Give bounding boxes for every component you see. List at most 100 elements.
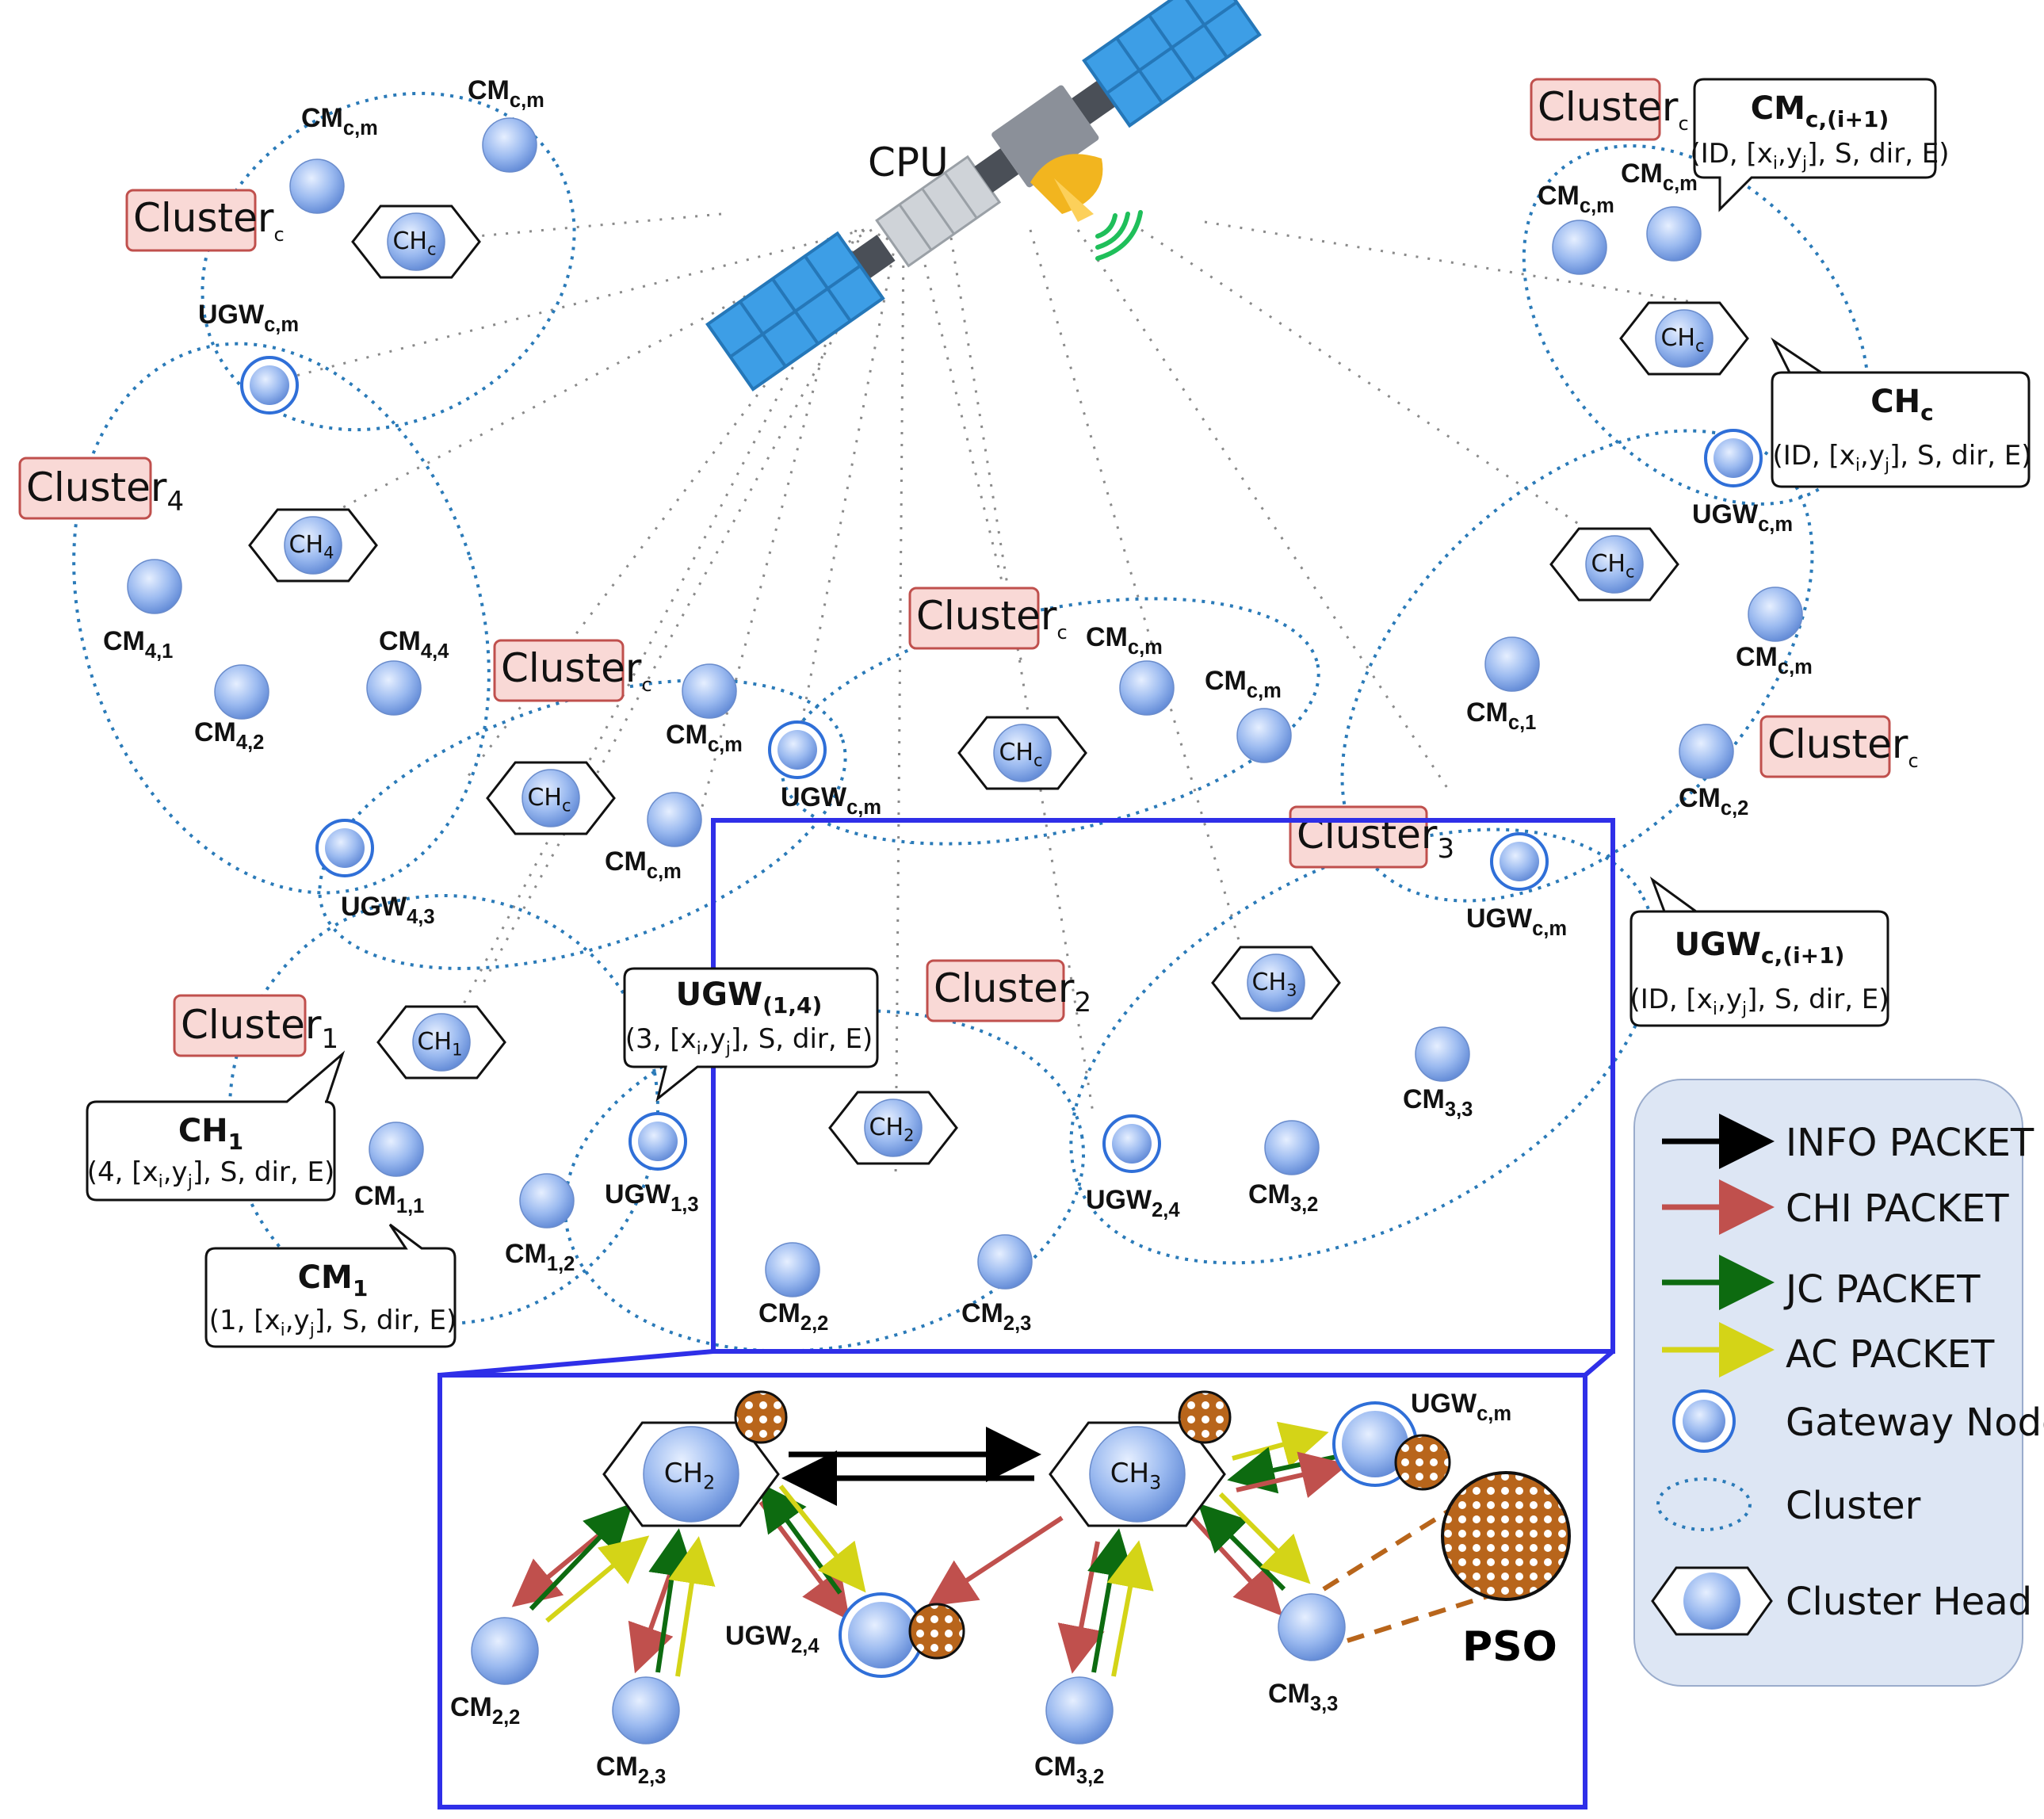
svg-text:Cluster2: Cluster2 [934,965,1091,1018]
svg-text:Clusterc: Clusterc [501,645,652,696]
cluster-label-3: Cluster3 [1289,805,1454,869]
svg-text:(4, [xi,yj], S, dir, E): (4, [xi,yj], S, dir, E) [87,1156,335,1192]
svg-text:(3, [xi,yj], S, dir, E): (3, [xi,yj], S, dir, E) [625,1023,873,1059]
cluster-head-c-label: CHc [1591,550,1634,582]
cluster-label-1: Cluster1 [173,994,338,1057]
svg-text:Gateway Node: Gateway Node [1786,1401,2044,1445]
svg-text:UGWc,(i+1): UGWc,(i+1) [1675,927,1845,969]
cpu-links [277,212,1713,1182]
svg-text:Clusterc: Clusterc [133,195,285,246]
cluster-head-2: CH2 [828,1091,958,1165]
cm-node [482,117,537,173]
callout-cm1: CM1 (1, [xi,yj], S, dir, E) [204,1223,457,1348]
svg-text:Cluster4: Cluster4 [26,464,184,518]
zoom-ugw24-label: UGW2,4 [725,1621,820,1657]
zoom-cm23-label: CM2,3 [596,1752,666,1788]
svg-text:CMc,(i+1): CMc,(i+1) [1751,90,1889,132]
cm-node [647,792,702,847]
zoom-cm23 [612,1676,680,1744]
cm-node [1264,1120,1320,1175]
cluster-label-4: Cluster4 [18,457,184,520]
zoom-cm22-label: CM2,2 [450,1692,520,1729]
cm-node [977,1234,1033,1290]
svg-text:Clusterc: Clusterc [1767,721,1919,772]
cpu-label: CPU [868,139,949,185]
gateway-node [1704,429,1763,487]
legend-ac: AC PACKET [1662,1322,1995,1378]
cluster-head-1: CH1 [376,1005,506,1080]
cm-label: CMc,m [605,846,682,883]
cm41-label: CM4,1 [103,626,173,663]
cm42-label: CM4,2 [194,717,264,754]
cm11-label: CM1,1 [354,1181,424,1217]
zoom-cluster-head-3-label: CH3 [1110,1458,1161,1494]
zoom-cm32-label: CM3,2 [1034,1752,1104,1788]
cluster-label-right: Clusterc [1759,715,1919,778]
cm-node [519,1173,575,1229]
cm-node [214,664,269,720]
cluster-head-c: CHc [351,204,481,279]
cm-node [765,1242,820,1297]
ugw-label: UGWc,m [198,300,299,336]
cm-node [1646,206,1702,262]
svg-text:Cluster: Cluster [1786,1484,1921,1528]
cluster-head-4-label: CH4 [289,531,334,563]
cluster-label-top-left: Clusterc [125,189,285,252]
svg-text:(ID, [xi,yj], S, dir, E): (ID, [xi,yj], S, dir, E) [1772,440,2031,476]
svg-text:INFO PACKET: INFO PACKET [1786,1121,2034,1165]
cm-label: CMc,m [1736,642,1813,678]
cm-node [682,663,737,719]
legend-gateway: Gateway Node [1672,1389,2044,1453]
gateway-node [1490,832,1549,891]
cluster-labels: Clusterc Cluster4 Clusterc Clusterc Clus… [18,78,1919,1057]
zoom-cm33-label: CM3,3 [1268,1679,1338,1715]
cluster-head-c-label: CHc [1660,324,1704,356]
cluster-head-c-label: CHc [527,784,571,816]
main-node-labels: CMc,mCMc,mUGWc,mCM4,1CM4,2CM4,4UGW4,3CMc… [103,75,1813,1335]
cm-label: CMc,m [1205,666,1282,702]
pso-swarm-ch3 [1178,1390,1232,1444]
svg-text:(1, [xi,yj], S, dir, E): (1, [xi,yj], S, dir, E) [209,1305,457,1340]
cm-node [366,660,422,716]
gateway-node [240,356,299,415]
cluster-label-mid: Clusterc [493,639,652,702]
cm44-label: CM4,4 [379,626,449,663]
callout-ugw14: UGW(1,4) (3, [xi,yj], S, dir, E) [623,967,879,1102]
callout-cm-i1: CMc,(i+1) (ID, [xi,yj], S, dir, E) [1690,78,1950,212]
svg-text:CH1: CH1 [178,1113,243,1155]
cm22-label: CM2,2 [758,1298,828,1335]
legend: INFO PACKET CHI PACKET JC PACKET AC PACK… [1633,1079,2044,1687]
ugw13-label: UGW1,3 [605,1179,699,1216]
zoom-cluster-head-2: CH2 [602,1421,780,1527]
satellite-icon [705,0,1262,392]
cluster-head-2-label: CH2 [869,1114,915,1145]
svg-text:Cluster Head: Cluster Head [1786,1580,2032,1624]
cm-label: CMc,m [468,75,544,112]
svg-text:CM1: CM1 [298,1259,369,1301]
zoom-cluster-head-3: CH3 [1049,1421,1226,1527]
pso-swarm-ugw [1394,1434,1451,1491]
cm-node [127,559,182,614]
cm-node [1119,660,1175,716]
cm-label: CMc,m [1538,181,1614,217]
svg-text:UGW(1,4): UGW(1,4) [676,976,823,1018]
svg-text:(ID, [xi,yj], S, dir, E): (ID, [xi,yj], S, dir, E) [1690,138,1949,174]
zoom-ugw-label: UGWc,m [1411,1389,1511,1425]
cluster-head-4: CH4 [248,508,378,583]
cmc2-label: CMc,2 [1679,783,1748,820]
pso-swarm-large [1441,1471,1571,1601]
cluster-label-2: Cluster2 [926,959,1091,1022]
cluster-head-1-label: CH1 [418,1028,463,1060]
pso-swarm-ugw24 [908,1603,965,1660]
pso-label: PSO [1462,1623,1557,1671]
callouts: CMc,(i+1) (ID, [xi,yj], S, dir, E) CHc (… [86,78,2032,1348]
cm-node [1415,1026,1470,1082]
cm-node [1236,708,1292,763]
cluster-head-c: CHc [486,761,616,835]
cluster-head-c: CHc [1619,301,1749,376]
cm33-label: CM3,3 [1403,1084,1473,1121]
cm-label: CMc,m [1621,159,1698,195]
gateway-node [315,819,374,877]
callout-ugw-i1: UGWc,(i+1) (ID, [xi,yj], S, dir, E) [1629,876,1889,1027]
